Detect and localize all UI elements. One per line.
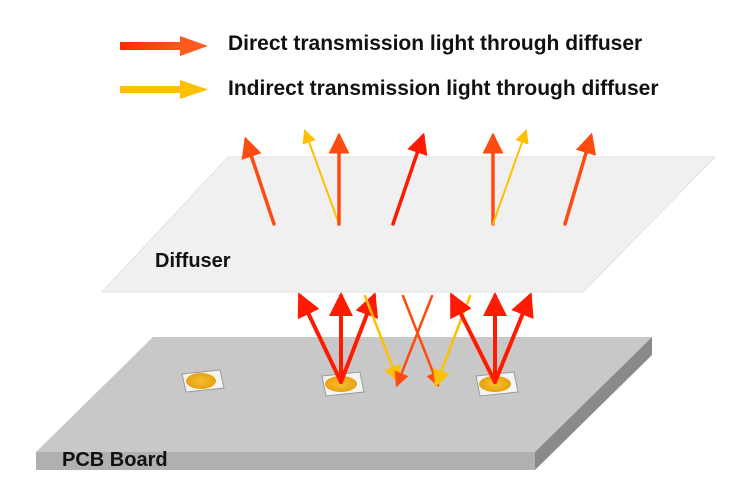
diffuser-label: Diffuser <box>155 250 231 272</box>
ray-center-right <box>339 292 379 384</box>
pcb-board-label: PCB Board <box>62 449 168 471</box>
up-ray-6-indirect <box>492 129 529 225</box>
ray-center-left <box>297 292 343 384</box>
pcb-side-face <box>535 337 652 470</box>
reflect-orange-a <box>401 294 441 388</box>
ray-right-right <box>493 292 534 384</box>
legend-indirect-arrow <box>120 80 208 99</box>
led-right <box>475 371 519 397</box>
upper-rays <box>241 129 597 226</box>
up-ray-7 <box>563 132 597 226</box>
led-left <box>181 369 225 393</box>
legend-direct-arrow <box>120 36 208 56</box>
reflect-orange-b <box>394 294 434 388</box>
diffuser-plate <box>100 156 717 293</box>
lower-rays <box>297 292 534 388</box>
up-ray-1 <box>241 136 276 226</box>
legend-direct-label: Direct transmission light through diffus… <box>228 32 643 55</box>
reflect-yellow-a <box>363 294 401 384</box>
up-ray-4 <box>391 132 428 226</box>
legend-indirect-label: Indirect transmission light through diff… <box>228 77 659 100</box>
pcb-front-face <box>36 452 535 470</box>
up-ray-2-indirect <box>302 129 340 225</box>
ray-right-left <box>450 292 497 384</box>
